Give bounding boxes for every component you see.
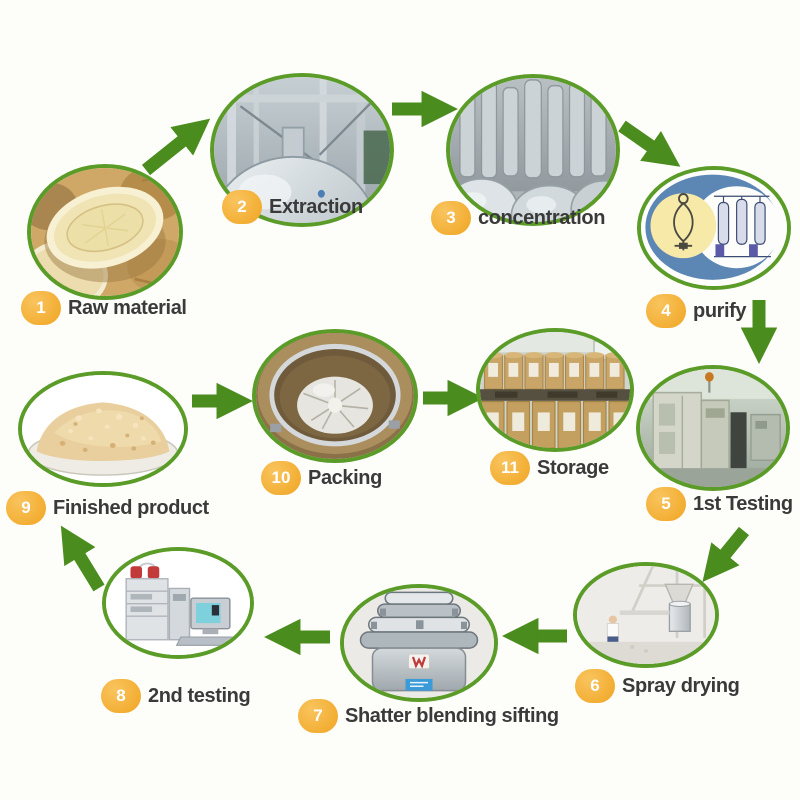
step-7-image: [344, 588, 494, 698]
step-11-label: Storage: [537, 456, 609, 479]
arrow-5-6: [702, 526, 750, 582]
step-5-image: [640, 369, 786, 487]
step-9-image: [22, 375, 184, 483]
step-6-badge: 6: [575, 669, 615, 703]
step-9-badge: 9: [6, 491, 46, 525]
step-7-caption: 7 Shatter blending sifting: [298, 699, 559, 733]
step-4-label: purify: [693, 299, 747, 322]
step-10-circle: [252, 329, 418, 463]
step-8-caption: 8 2nd testing: [101, 679, 251, 713]
step-10-label: Packing: [308, 466, 382, 489]
arrow-8-9: [60, 525, 105, 592]
step-10-caption: 10 Packing: [261, 461, 382, 495]
step-6-caption: 6 Spray drying: [575, 669, 740, 703]
step-11-caption: 11 Storage: [490, 451, 609, 485]
step-2-badge: 2: [222, 190, 262, 224]
step-6-circle: [573, 562, 719, 668]
step-8-image: [106, 551, 250, 655]
step-3-image: [450, 78, 616, 222]
step-11-badge: 11: [490, 451, 530, 485]
step-11-circle: [476, 328, 634, 452]
step-4-caption: 4 purify: [646, 294, 747, 328]
step-7-badge: 7: [298, 699, 338, 733]
step-2-label: Extraction: [269, 195, 363, 218]
step-4-circle: [637, 166, 791, 290]
step-1-caption: 1 Raw material: [21, 291, 187, 325]
step-8-circle: [102, 547, 254, 659]
step-5-label: 1st Testing: [693, 492, 793, 515]
step-11-image: [480, 332, 630, 448]
step-1-badge: 1: [21, 291, 61, 325]
step-9-label: Finished product: [53, 496, 209, 519]
step-3-circle: [446, 74, 620, 226]
step-6-image: [577, 566, 715, 664]
step-7-label: Shatter blending sifting: [345, 704, 559, 727]
step-6-label: Spray drying: [622, 674, 740, 697]
step-5-badge: 5: [646, 487, 686, 521]
step-4-image: [641, 170, 787, 286]
step-1-image: [31, 168, 179, 296]
step-10-image: [256, 333, 414, 459]
step-5-circle: [636, 365, 790, 491]
step-3-label: concentration: [478, 206, 606, 229]
arrow-3-4: [618, 120, 681, 167]
step-10-badge: 10: [261, 461, 301, 495]
step-4-badge: 4: [646, 294, 686, 328]
step-3-badge: 3: [431, 201, 471, 235]
step-9-circle: [18, 371, 188, 487]
arrow-1-2: [141, 118, 211, 176]
step-8-badge: 8: [101, 679, 141, 713]
step-1-label: Raw material: [68, 296, 187, 319]
step-8-label: 2nd testing: [148, 684, 251, 707]
step-7-circle: [340, 584, 498, 702]
step-5-caption: 5 1st Testing: [646, 487, 793, 521]
step-9-caption: 9 Finished product: [6, 491, 209, 525]
step-2-caption: 2 Extraction: [222, 190, 363, 224]
step-3-caption: 3 concentration: [431, 201, 605, 235]
step-1-circle: [27, 164, 183, 300]
